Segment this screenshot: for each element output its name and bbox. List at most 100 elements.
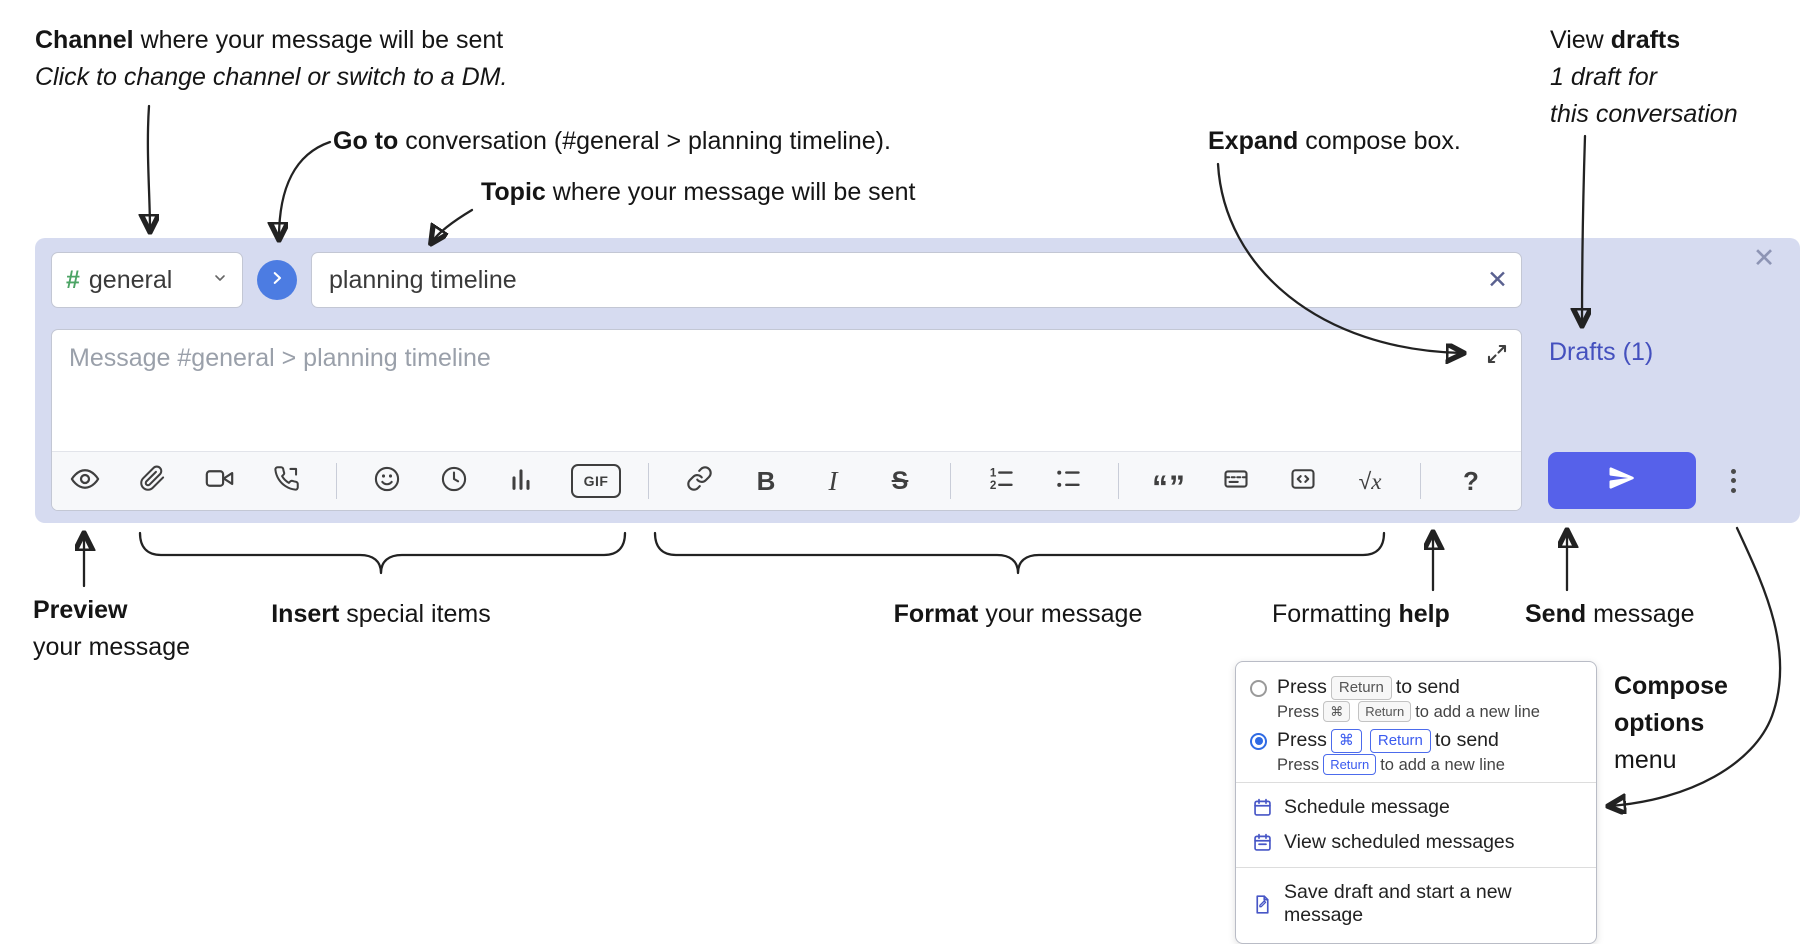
annotation-drafts-pre: View [1550,26,1611,54]
annotation-format-bold: Format [893,600,979,628]
code-icon [1289,465,1317,498]
phone-icon [273,465,300,497]
go-to-conversation-button[interactable] [257,260,297,300]
option-subtext: Press [1277,756,1320,774]
chevron-down-icon [212,270,228,291]
video-call-button[interactable] [202,460,236,502]
annotation-goto: Go to conversation (#general > planning … [333,123,891,160]
kbd-return: Return [1358,701,1412,722]
code-button[interactable] [1286,460,1320,502]
gif-button[interactable]: GIF [571,464,621,498]
toolbar-divider [950,463,951,499]
toolbar-divider [648,463,649,499]
annotation-preview: Preview your message [33,592,190,666]
send-button[interactable] [1548,452,1696,509]
annotation-channel-italic: Click to change channel or switch to a D… [35,63,508,91]
spoiler-button[interactable] [1219,460,1253,502]
annotation-expand-rest: compose box. [1298,127,1461,155]
annotation-help-pre: Formatting [1272,600,1399,628]
annotation-send: Send message [1525,596,1695,633]
annotation-compose-options-line1: Compose [1614,672,1728,700]
annotation-topic: Topic where your message will be sent [481,174,915,211]
menu-item-label: Save draft and start a new message [1284,881,1512,926]
kebab-dot [1730,487,1736,493]
annotation-topic-rest: where your message will be sent [545,178,916,206]
option-subtext: Press [1277,703,1320,721]
radio-selected-icon[interactable] [1250,732,1267,750]
option-subtext: to add a new line [1415,703,1540,721]
formatting-help-button[interactable]: ? [1454,460,1488,502]
clock-icon [440,465,468,498]
annotation-preview-bold: Preview [33,596,128,624]
annotation-expand-bold: Expand [1208,127,1299,155]
bulleted-list-icon [1054,465,1082,498]
view-scheduled-messages-item[interactable]: View scheduled messages [1250,825,1582,860]
bulleted-list-button[interactable] [1051,460,1085,502]
kbd-return: Return [1323,754,1377,775]
channel-name: general [88,265,173,294]
paperclip-icon [139,465,166,497]
kebab-dot [1730,468,1736,474]
annotation-insert-rest: special items [339,600,491,628]
toolbar-divider [1118,463,1119,499]
annotation-help-bold: help [1398,600,1450,628]
annotation-drafts-bold: drafts [1610,26,1681,54]
channel-hash-icon: # [66,265,80,294]
annotation-expand: Expand compose box. [1208,123,1461,160]
drafts-link[interactable]: Drafts (1) [1549,338,1654,366]
video-camera-icon [205,464,234,498]
annotation-drafts-line3: this conversation [1550,100,1738,128]
divider [1236,867,1596,868]
strikethrough-icon: S [891,466,909,495]
annotation-goto-rest: conversation (#general > planning timeli… [398,127,891,155]
preview-button[interactable] [68,460,102,502]
italic-button[interactable]: I [816,460,850,502]
brace-insert [138,531,627,575]
italic-icon: I [828,465,838,496]
kbd-cmd: ⌘ [1330,729,1362,753]
clear-topic-icon[interactable]: ✕ [1487,266,1508,294]
annotation-send-bold: Send [1525,600,1587,628]
annotation-goto-bold: Go to [333,127,399,155]
bold-button[interactable]: B [749,460,783,502]
topic-input[interactable] [311,252,1522,308]
annotation-view-drafts: View drafts 1 draft for this conversatio… [1550,22,1738,133]
strikethrough-button[interactable]: S [883,460,917,502]
close-compose-icon[interactable]: ✕ [1752,242,1776,273]
divider [1236,782,1596,783]
compose-top-row: # general ✕ [51,252,1522,308]
math-icon: √x [1358,467,1382,494]
toolbar-divider [1420,463,1421,499]
message-box: GIF B I S 12 “” √x ? [51,329,1522,511]
topic-field-wrap: ✕ [311,252,1522,308]
emoji-button[interactable] [370,460,404,502]
option-text: to send [1395,676,1460,698]
radio-unselected-icon[interactable] [1250,679,1267,697]
global-time-button[interactable] [437,460,471,502]
compose-options-button[interactable] [1711,452,1755,509]
math-button[interactable]: √x [1353,460,1387,502]
poll-button[interactable] [504,460,538,502]
link-button[interactable] [682,460,716,502]
kbd-return: Return [1369,729,1431,753]
save-draft-item[interactable]: Save draft and start a new message [1250,875,1582,933]
quote-button[interactable]: “” [1152,454,1186,508]
kbd-cmd: ⌘ [1323,701,1351,722]
voice-call-button[interactable] [269,460,303,502]
annotation-send-rest: message [1586,600,1695,628]
svg-text:1: 1 [990,466,997,479]
attach-file-button[interactable] [135,460,169,502]
svg-text:2: 2 [990,478,997,491]
annotation-preview-line2: your message [33,633,191,661]
expand-compose-icon[interactable] [1485,342,1509,366]
schedule-message-item[interactable]: Schedule message [1250,790,1582,825]
annotation-insert: Insert special items [271,596,491,633]
message-textarea[interactable] [52,330,1521,452]
annotation-drafts-line2: 1 draft for [1550,63,1657,91]
channel-selector[interactable]: # general [51,252,243,308]
